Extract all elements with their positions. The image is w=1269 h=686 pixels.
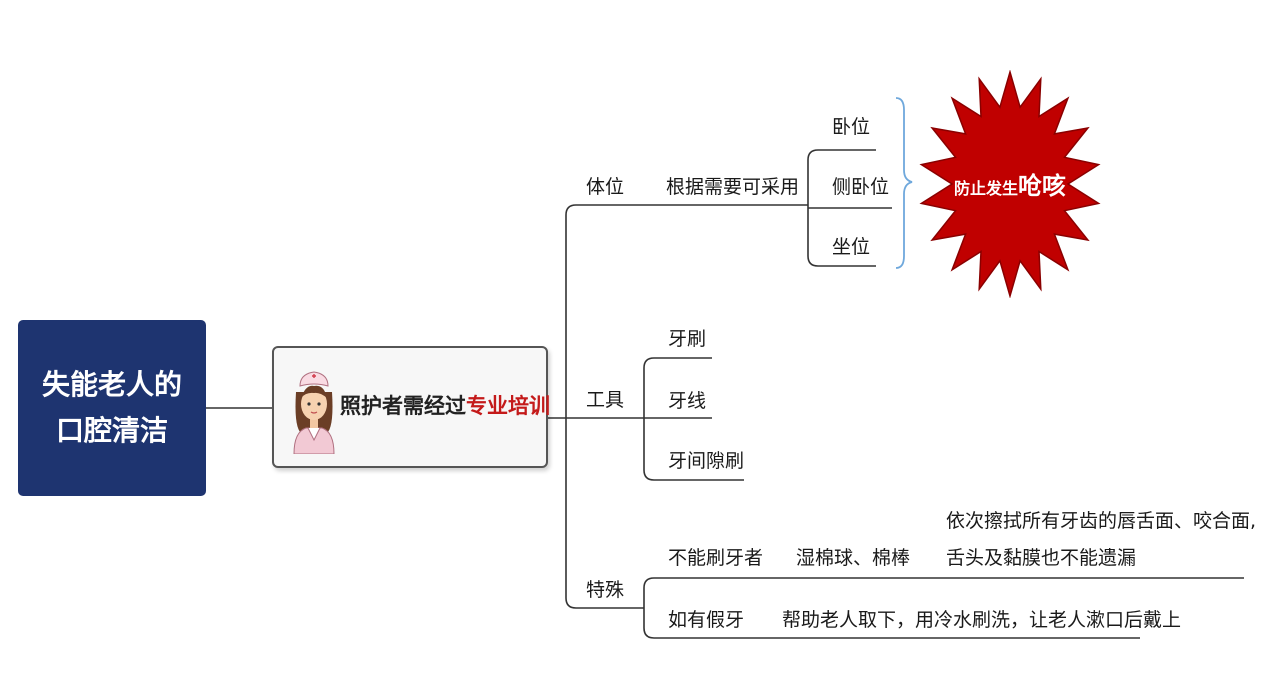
tool-toothbrush[interactable]: 牙刷 <box>668 328 707 350</box>
tool-floss[interactable]: 牙线 <box>668 390 707 412</box>
root-title: 失能老人的 口腔清洁 <box>41 368 182 447</box>
special-case-cannot-brush-detail-2: 舌头及黏膜也不能遗漏 <box>946 547 1137 569</box>
tool-interdental-brush[interactable]: 牙间隙刷 <box>668 450 745 472</box>
center-text: 照护者需经过专业培训 <box>340 394 550 418</box>
center-node[interactable]: 照护者需经过专业培训 <box>272 346 550 468</box>
special-case-cannot-brush-tool[interactable]: 湿棉球、棉棒 <box>796 547 911 569</box>
special-case-cannot-brush-detail-1: 依次擦拭所有牙齿的唇舌面、咬合面, <box>946 510 1257 532</box>
callout-burst-shape <box>919 70 1101 298</box>
nurse-icon <box>293 371 335 454</box>
posture-option-side[interactable]: 侧卧位 <box>832 176 890 198</box>
center-highlight: 专业培训 <box>466 394 550 418</box>
posture-note[interactable]: 根据需要可采用 <box>666 176 800 198</box>
posture-option-lying[interactable]: 卧位 <box>832 116 871 138</box>
special-case-dentures-detail[interactable]: 帮助老人取下，用冷水刷洗，让老人漱口后戴上 <box>782 609 1182 631</box>
branch-special-label[interactable]: 特殊 <box>586 579 625 601</box>
connector-trunk <box>565 204 577 609</box>
posture-option-sitting[interactable]: 坐位 <box>832 236 871 258</box>
branch-posture-label[interactable]: 体位 <box>586 176 625 198</box>
callout-text: 防止发生呛咳 <box>953 172 1066 200</box>
special-case-cannot-brush[interactable]: 不能刷牙者 <box>668 547 764 569</box>
special-case-dentures[interactable]: 如有假牙 <box>668 609 745 631</box>
branch-tools-label[interactable]: 工具 <box>586 389 625 411</box>
connector-special-cases <box>643 577 655 639</box>
posture-bracket <box>895 97 913 269</box>
root-node[interactable]: 失能老人的 口腔清洁 <box>18 320 206 496</box>
connector-tools-items <box>643 357 655 481</box>
